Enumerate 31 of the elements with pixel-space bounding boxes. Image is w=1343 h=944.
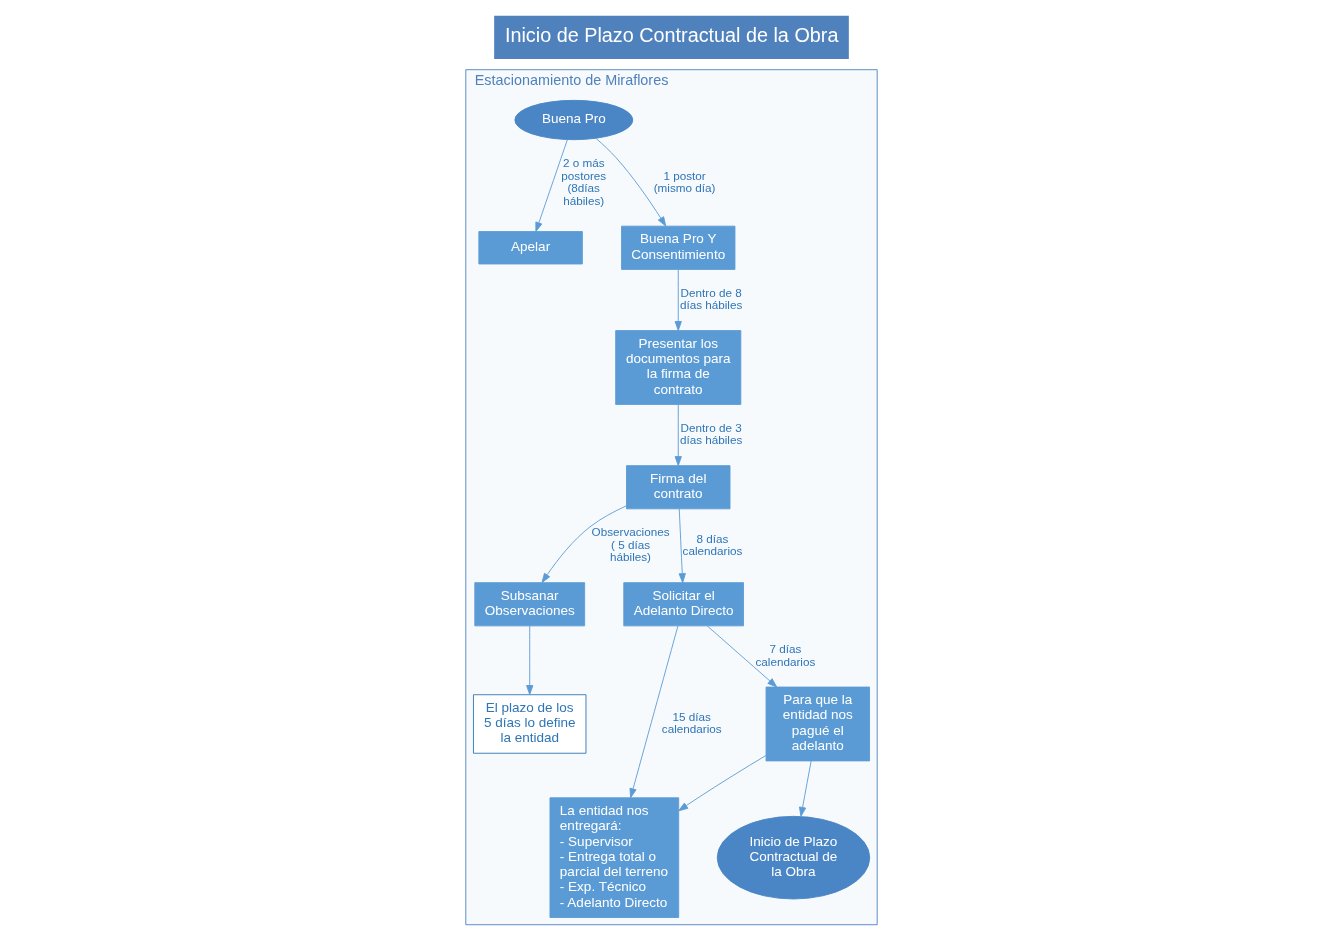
node-ellipse: Inicio de Plazo Contractual de la Obra (716, 815, 871, 900)
edge-label: 7 días calendarios (755, 642, 816, 668)
edge-label: 1 postor (mismo día) (653, 168, 716, 195)
node-box: Para que la entidad nos pagué el adelanto (765, 686, 870, 762)
node-box: El plazo de los 5 días lo define la entidad (473, 694, 587, 754)
edge-label: Dentro de 3 días hábiles (679, 420, 743, 447)
arrow (678, 755, 767, 812)
arrow (678, 508, 686, 584)
edge-label: Observaciones ( 5 días hábiles) (591, 525, 670, 564)
arrow (706, 625, 778, 688)
edge-label: 8 días calendarios (682, 531, 743, 558)
node-box: La entidad nos entregará: - Supervisor - Entrega total o parcial del terreno - Exp. Técnico - Adelanto Directo (549, 797, 680, 918)
edge-label: Dentro de 8 días hábiles (679, 285, 743, 312)
arrow (674, 269, 682, 331)
edge-label: 2 o más postores (8días hábiles) (561, 156, 607, 207)
node-box: Presentar los documentos para la firma de contrato (615, 330, 742, 405)
node-ellipse: Buena Pro (514, 99, 634, 141)
arrow (541, 505, 627, 583)
arrow (526, 625, 534, 695)
arrow (535, 139, 568, 232)
edge-label: 15 días calendarios (661, 709, 722, 736)
node-box: Buena Pro Y Consentimiento (621, 225, 736, 270)
arrow (674, 404, 682, 467)
arrow (799, 760, 812, 817)
arrow (595, 138, 667, 227)
node-box: Firma del contrato (626, 465, 731, 510)
diagram-title: Inicio de Plazo Contractual de la Obra (504, 24, 839, 47)
node-box: Apelar (478, 231, 583, 265)
node-box: Subsanar Observaciones (474, 582, 586, 627)
node-box: Solicitar el Adelanto Directo (623, 582, 744, 627)
arrow (629, 625, 679, 799)
